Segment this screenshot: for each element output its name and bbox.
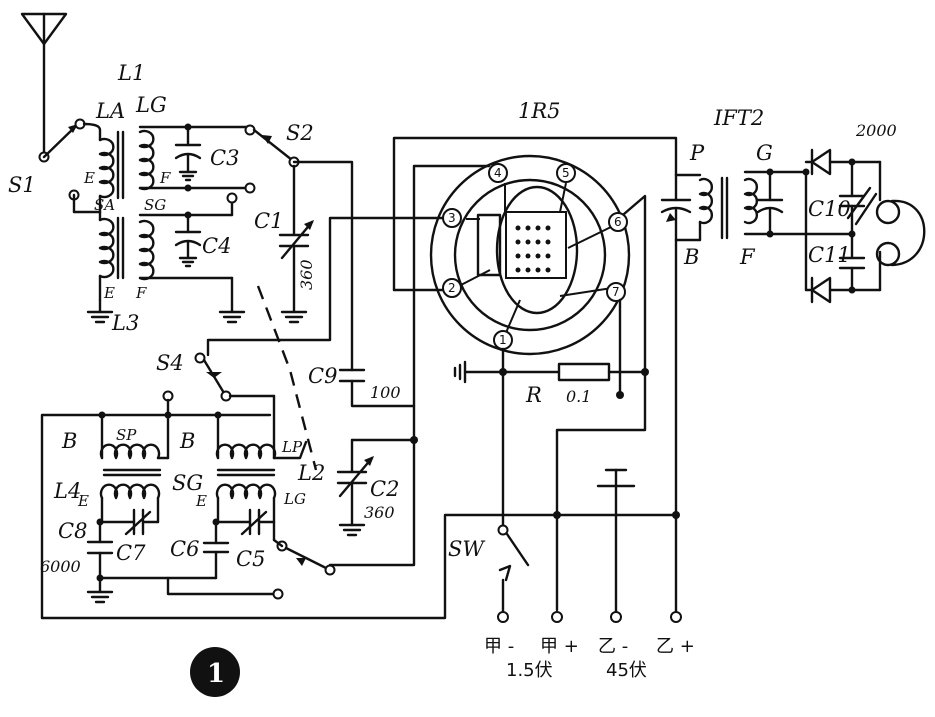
capacitor-c6: [98, 518, 284, 600]
terminal-a-plus: [551, 611, 563, 623]
label-l2: L2: [297, 461, 325, 485]
resistor-r: [453, 360, 649, 399]
label-r: R: [525, 383, 542, 407]
capacitor-c9: [338, 368, 416, 408]
label-c9: C9: [308, 364, 337, 388]
label-lg: LG: [135, 93, 167, 117]
label-c2: C2: [370, 477, 399, 501]
label-f4: F: [739, 245, 756, 269]
label-l1: L1: [117, 61, 145, 85]
label-lp: LP: [281, 438, 303, 456]
label-b1: B: [61, 429, 77, 453]
label-c11: C11: [808, 243, 851, 267]
tube-pin-7: 7: [612, 285, 620, 299]
label-e2: E: [103, 284, 115, 302]
label-c8: C8: [58, 519, 87, 543]
label-r-value: 0.1: [566, 387, 591, 406]
capacitor-c3: [174, 125, 202, 182]
label-s1: S1: [8, 173, 36, 197]
label-p: P: [689, 141, 705, 165]
label-b2: B: [179, 429, 195, 453]
label-c8-value: 6000: [40, 557, 81, 576]
antenna: [20, 12, 68, 163]
headphones-icon: [875, 160, 926, 292]
capacitor-c2: [272, 438, 416, 537]
label-e1: E: [83, 169, 95, 187]
tube-pin-3: 3: [448, 211, 456, 225]
coil-l4: [99, 483, 161, 524]
label-c7: C7: [116, 541, 146, 565]
terminal-a-minus: [497, 611, 509, 623]
label-sg: SG: [144, 196, 166, 214]
label-b-voltage: 45伏: [606, 660, 647, 681]
label-c4: C4: [202, 234, 231, 258]
label-f1: F: [159, 169, 171, 187]
capacitor-c5: [216, 508, 276, 536]
capacitor-c7: [100, 508, 160, 536]
label-s4: S4: [156, 351, 184, 375]
label-sg2: SG: [172, 471, 203, 495]
label-a-voltage: 1.5伏: [506, 660, 553, 681]
label-la: LA: [95, 99, 125, 123]
label-c2-value: 360: [364, 503, 395, 522]
label-a-plus: 甲 +: [540, 636, 579, 657]
label-sa: SA: [94, 196, 115, 214]
tube-pin-5: 5: [562, 166, 570, 180]
tube-1r5: 4 5 3 6 2 7 1: [429, 154, 631, 356]
switch-s4: [194, 352, 276, 460]
switch-s1: [42, 118, 86, 201]
capacitor-c8: [86, 518, 114, 604]
label-l4: L4: [53, 479, 81, 503]
coil-lp: [215, 413, 277, 460]
capacitor-c1: [278, 220, 314, 324]
coil-sa: [98, 210, 125, 302]
label-c1: C1: [254, 209, 283, 233]
coil-sg: [138, 192, 238, 281]
label-lg2: LG: [283, 490, 306, 508]
coil-sp: [99, 413, 170, 460]
label-e3: E: [77, 492, 89, 510]
tube-pin-1: 1: [499, 333, 507, 347]
label-sp: SP: [116, 426, 137, 444]
detector-section: [804, 148, 882, 304]
figure-number: 1: [207, 659, 225, 689]
label-c3: C3: [210, 146, 239, 170]
labels: S1 L1 LA LG S2 C3 E F SA SG C4 C1 360 E …: [8, 61, 897, 681]
terminal-b-minus: [610, 611, 622, 623]
label-c5: C5: [236, 547, 265, 571]
label-c10: C10: [808, 197, 851, 221]
ground-l3: [86, 276, 246, 324]
label-c9-value: 100: [370, 383, 401, 402]
label-b-plus: 乙 +: [656, 636, 695, 657]
figure-number-badge: 1: [190, 647, 240, 697]
transformer-ift2: [660, 168, 810, 614]
tube-pin-2: 2: [448, 281, 456, 295]
label-s2: S2: [286, 121, 314, 145]
coil-la: [72, 122, 125, 214]
label-b3: B: [683, 245, 699, 269]
label-c6: C6: [170, 537, 199, 561]
coil-lg2: [215, 483, 277, 524]
terminal-b-plus: [670, 611, 682, 623]
label-headphone-value: 2000: [855, 121, 897, 140]
label-ift: IFT2: [713, 106, 764, 130]
battery-ground: [596, 468, 636, 614]
tube-pin-4: 4: [494, 166, 502, 180]
switch-sw: [497, 524, 530, 614]
label-g: G: [756, 141, 773, 165]
tube-grid-dots: [515, 225, 551, 273]
label-e4: E: [195, 492, 207, 510]
label-l3: L3: [111, 311, 139, 335]
label-f2: F: [135, 284, 147, 302]
label-sw: SW: [448, 537, 486, 561]
label-c1-value: 360: [297, 259, 316, 290]
coil-lg: [138, 123, 256, 194]
capacitor-c4: [174, 213, 202, 268]
label-b-minus: 乙 -: [598, 636, 628, 657]
switch-s3: [272, 520, 336, 576]
label-a-minus: 甲 -: [484, 636, 514, 657]
label-tube: 1R5: [518, 99, 561, 123]
tube-pin-6: 6: [614, 215, 622, 229]
